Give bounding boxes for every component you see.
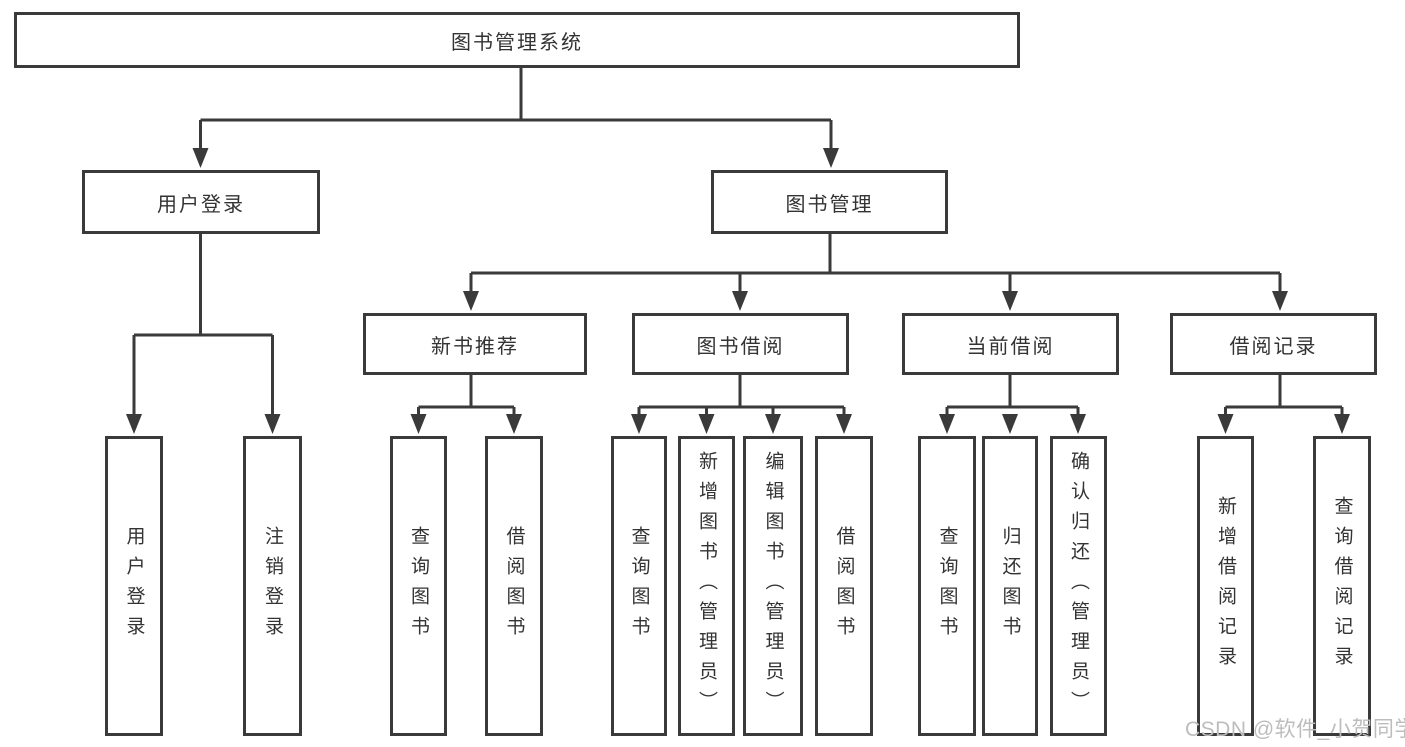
connector-root-to-level2 bbox=[192, 68, 839, 168]
connector-book-borrow-children bbox=[631, 375, 852, 434]
leaf-add-books-admin-label: 新增图书（管理员） bbox=[696, 451, 717, 721]
leaf-user-login-label: 用户登录 bbox=[123, 526, 145, 646]
leaf-return-books: 归还图书 bbox=[982, 436, 1038, 736]
leaf-borrowing-borrow-books: 借阅图书 bbox=[815, 436, 873, 736]
node-root-system: 图书管理系统 bbox=[14, 12, 1020, 68]
connector-user-login-children bbox=[126, 234, 281, 434]
leaf-user-login: 用户登录 bbox=[105, 436, 163, 736]
leaf-borrowing-borrow-books-label: 借阅图书 bbox=[833, 526, 855, 646]
node-book-borrowing-label: 图书借阅 bbox=[696, 335, 785, 358]
leaf-edit-books-admin-label: 编辑图书（管理员） bbox=[762, 451, 784, 721]
connector-new-books-children bbox=[410, 375, 522, 434]
leaf-query-borrow-record: 查询借阅记录 bbox=[1313, 436, 1371, 736]
node-book-management-label: 图书管理 bbox=[785, 193, 874, 216]
leaf-current-query-books-label: 查询图书 bbox=[936, 526, 958, 646]
leaf-borrowing-query-books: 查询图书 bbox=[611, 436, 667, 736]
connector-current-borrow-children bbox=[939, 375, 1086, 434]
leaf-newbooks-borrow-books-label: 借阅图书 bbox=[503, 526, 525, 646]
leaf-edit-books-admin: 编辑图书（管理员） bbox=[743, 436, 803, 736]
node-book-management: 图书管理 bbox=[711, 170, 948, 234]
leaf-add-borrow-record-label: 新增借阅记录 bbox=[1215, 496, 1236, 676]
node-new-book-recommend: 新书推荐 bbox=[363, 313, 587, 375]
node-user-login: 用户登录 bbox=[82, 170, 320, 234]
node-book-borrowing: 图书借阅 bbox=[632, 313, 849, 375]
node-borrow-records: 借阅记录 bbox=[1170, 313, 1377, 375]
leaf-logout-label: 注销登录 bbox=[262, 526, 283, 646]
leaf-newbooks-query-books: 查询图书 bbox=[390, 436, 447, 736]
node-new-book-recommend-label: 新书推荐 bbox=[431, 335, 519, 358]
leaf-query-borrow-record-label: 查询借阅记录 bbox=[1331, 496, 1353, 676]
leaf-confirm-return-admin-label: 确认归还（管理员） bbox=[1068, 451, 1089, 721]
leaf-add-borrow-record: 新增借阅记录 bbox=[1197, 436, 1254, 736]
leaf-add-books-admin: 新增图书（管理员） bbox=[678, 436, 735, 736]
leaf-confirm-return-admin: 确认归还（管理员） bbox=[1050, 436, 1107, 736]
node-root-label: 图书管理系统 bbox=[451, 31, 583, 54]
leaf-newbooks-query-books-label: 查询图书 bbox=[408, 526, 429, 646]
connector-book-mgmt-children bbox=[463, 234, 1288, 311]
node-current-borrowing: 当前借阅 bbox=[902, 313, 1119, 375]
connector-borrow-records-children bbox=[1217, 375, 1350, 434]
leaf-return-books-label: 归还图书 bbox=[999, 526, 1021, 646]
leaf-logout: 注销登录 bbox=[243, 436, 302, 736]
leaf-newbooks-borrow-books: 借阅图书 bbox=[485, 436, 543, 736]
csdn-watermark: CSDN @软件_小贺同学 bbox=[1185, 718, 1405, 741]
node-borrow-records-label: 借阅记录 bbox=[1229, 335, 1318, 358]
leaf-borrowing-query-books-label: 查询图书 bbox=[628, 526, 650, 646]
node-current-borrowing-label: 当前借阅 bbox=[966, 335, 1055, 358]
node-user-login-label: 用户登录 bbox=[157, 193, 245, 216]
leaf-current-query-books: 查询图书 bbox=[918, 436, 976, 736]
